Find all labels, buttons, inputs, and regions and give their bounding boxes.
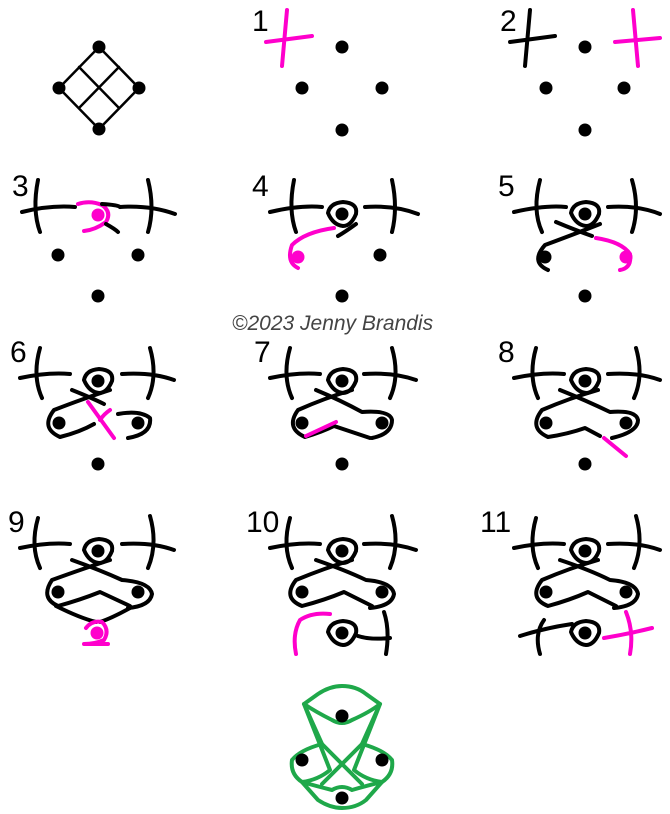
crossing-highlight: [82, 619, 110, 646]
panel-pricking: [52, 40, 146, 136]
panel-step-5: 5: [498, 170, 662, 303]
step-number: 11: [480, 506, 511, 539]
thread-highlight: [288, 226, 336, 270]
panel-step-2: 2: [500, 5, 662, 137]
thread-highlight: [602, 610, 654, 656]
pin-highlight: [291, 250, 305, 264]
thread-highlight: [602, 436, 628, 458]
step-number: 9: [8, 506, 25, 539]
pin-highlight: [91, 208, 105, 222]
panel-step-3: 3: [12, 170, 177, 303]
panel-step-4: 4: [252, 170, 420, 303]
step-number: 4: [252, 170, 269, 203]
finished-ground: [289, 684, 395, 810]
pair-1-highlight: [264, 8, 314, 68]
step-number: 6: [10, 336, 27, 369]
panel-step-10: 10: [246, 506, 418, 656]
step-number: 2: [500, 5, 517, 38]
thread-highlight: [292, 611, 332, 656]
thread-highlight: [304, 420, 338, 438]
panel-step-1: 1: [252, 5, 389, 137]
crossing-highlight: [76, 200, 111, 233]
step-number: 10: [246, 506, 279, 539]
crossing-highlight: [86, 400, 116, 440]
step-number: 5: [498, 170, 515, 203]
step-number: 8: [498, 336, 515, 369]
panel-step-6: 6: [10, 336, 176, 471]
panel-step-9: 9: [8, 506, 176, 646]
copyright-notice: ©2023 Jenny Brandis: [232, 312, 434, 335]
panel-step-11: 11: [480, 506, 662, 656]
pin-highlight: [90, 626, 104, 640]
pair-2-highlight: [613, 8, 662, 68]
step-number: 7: [254, 336, 271, 369]
step-number: 1: [252, 5, 269, 38]
pin-highlight: [619, 250, 633, 264]
step-number: 3: [12, 170, 29, 203]
panel-step-7: 7: [254, 336, 418, 471]
panel-step-8: 8: [498, 336, 662, 471]
